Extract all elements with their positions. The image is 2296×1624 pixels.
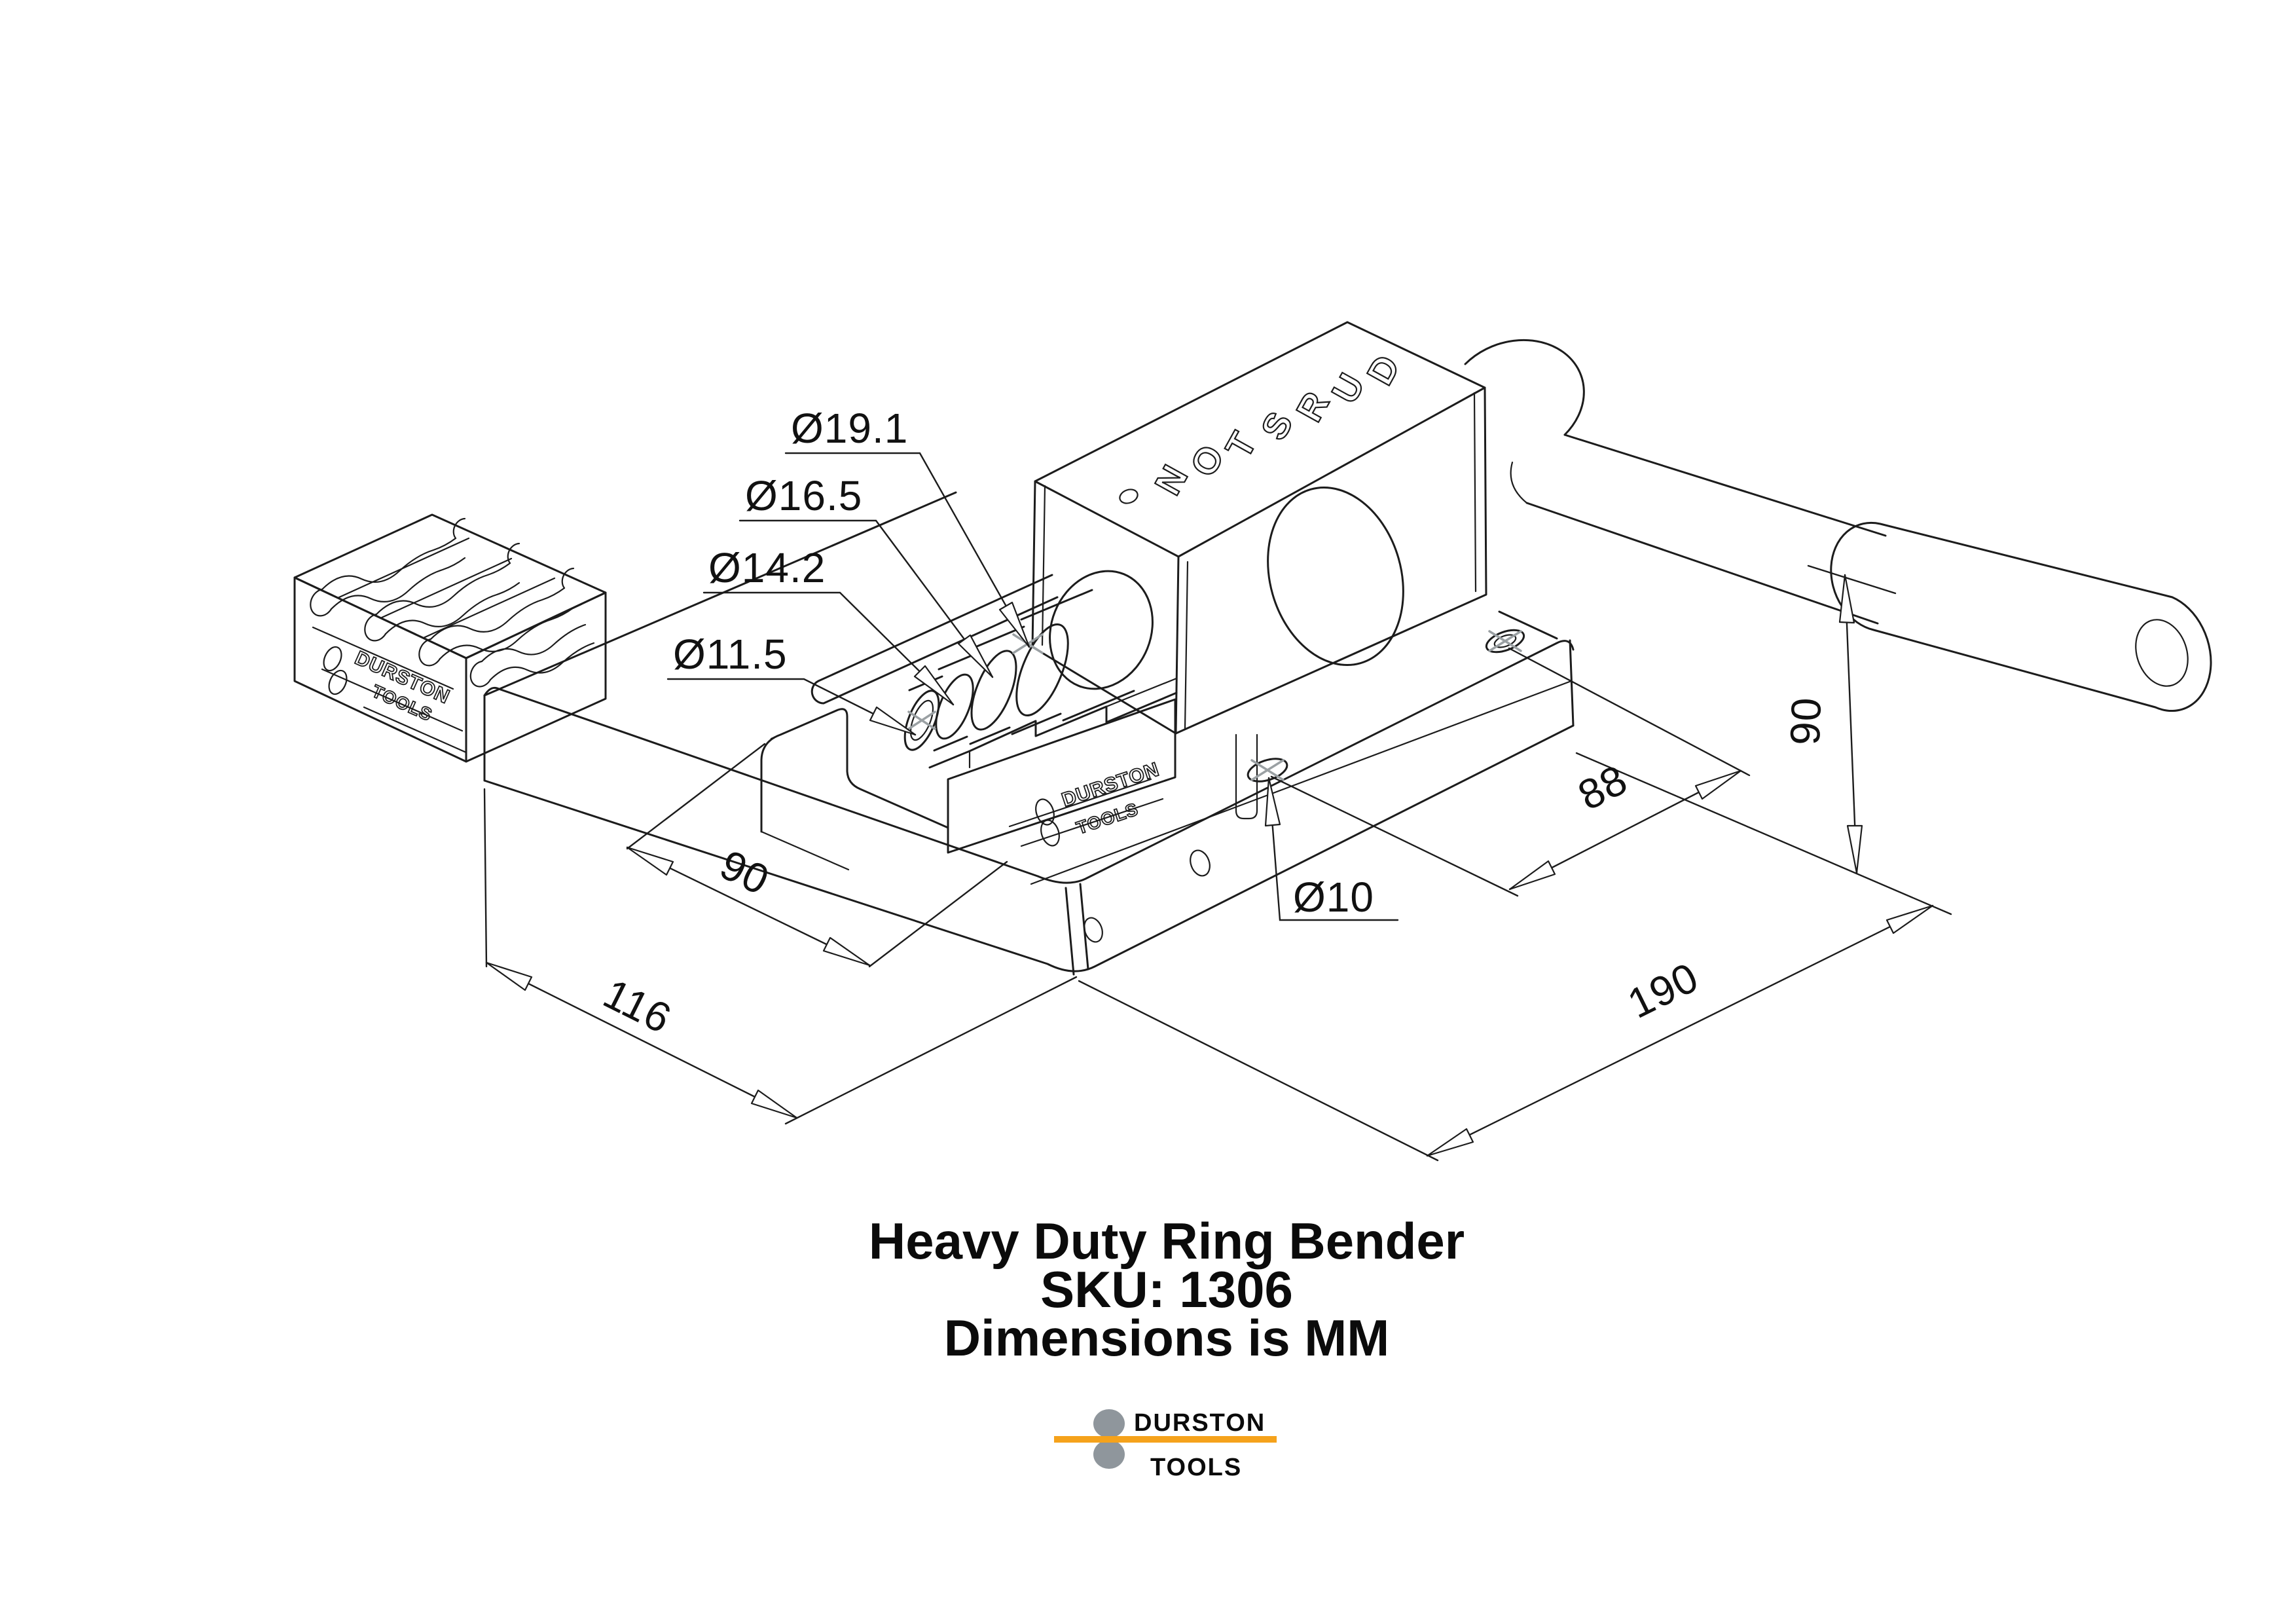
dim-hole-spacing-88: 88 — [1270, 647, 1751, 897]
dim-diameter-14-2: Ø14.2 — [702, 544, 955, 706]
pivot-drum — [1464, 339, 1585, 436]
footer-logo-top: DURSTON — [1134, 1409, 1266, 1437]
die-grooves — [310, 517, 595, 688]
title-line-units: Dimensions is MM — [944, 1309, 1389, 1367]
dim-diameter-11-5: Ø11.5 — [666, 631, 917, 736]
base-counterbore-hole — [1485, 629, 1525, 654]
handle — [1510, 434, 2212, 712]
arrowhead — [998, 601, 1030, 648]
slide-block-logo: DURSTON TOOLS — [1008, 758, 1164, 847]
ring-cavity-hole — [1267, 487, 1404, 666]
handle-grip — [1830, 521, 2212, 712]
arrowhead — [1846, 824, 1863, 874]
slide-block: DURSTON TOOLS — [928, 677, 1258, 854]
title-line-product: Heavy Duty Ring Bender — [869, 1212, 1465, 1270]
slide-block-logo-line1: DURSTON — [1059, 758, 1162, 811]
die-block: DURSTON TOOLS — [293, 513, 607, 763]
dim-base-length-190: 190 — [1078, 752, 1952, 1162]
arrowhead — [1264, 777, 1281, 827]
arrowhead — [1426, 1128, 1474, 1157]
dim-handle-height-90: 90 — [1781, 564, 1897, 874]
center-markers — [907, 630, 1522, 781]
mandrel — [811, 570, 1154, 752]
mandrel-boss — [1049, 570, 1154, 690]
guide-bar — [811, 574, 1059, 705]
base-hole-10mm — [1247, 758, 1288, 783]
arrowhead — [913, 665, 955, 706]
arrowhead — [1886, 904, 1934, 934]
logo-roll-bottom-icon — [1093, 1440, 1125, 1469]
dim-label-base-length: 190 — [1620, 953, 1705, 1027]
arrowhead — [1694, 769, 1742, 800]
footer-logo-bottom: TOOLS — [1150, 1454, 1242, 1481]
arrowhead — [485, 961, 533, 991]
dim-label-base-width: 116 — [596, 970, 679, 1043]
dim-diameter-10: Ø10 — [1264, 777, 1399, 921]
arrowhead — [869, 706, 917, 736]
arrowhead — [626, 846, 674, 876]
title-block: Heavy Duty Ring Bender SKU: 1306 Dimensi… — [869, 1212, 1465, 1367]
dim-diameter-16-5: Ø16.5 — [738, 472, 994, 678]
arrowhead — [957, 634, 994, 678]
title-line-sku: SKU: 1306 — [1040, 1261, 1293, 1318]
footer-logo: DURSTON TOOLS — [1054, 1409, 1277, 1481]
embossed-durston: D U R S T O N — [1146, 346, 1409, 502]
arrowhead — [750, 1089, 798, 1119]
dim-label-11-5: Ø11.5 — [673, 631, 788, 678]
die-block-logo: DURSTON TOOLS — [312, 626, 467, 754]
dim-label-10: Ø10 — [1293, 874, 1374, 921]
clamp-block — [760, 708, 949, 871]
base-plate — [483, 491, 1575, 976]
dim-diameter-19-1: Ø19.1 — [784, 405, 1030, 648]
logo-roll-top-icon — [1093, 1409, 1125, 1438]
arrowhead — [822, 936, 871, 967]
logo-accent-bar — [1054, 1436, 1277, 1443]
dim-label-19-1: Ø19.1 — [791, 405, 908, 452]
dim-label-16-5: Ø16.5 — [745, 472, 862, 519]
dim-label-14-2: Ø14.2 — [708, 544, 826, 591]
arrowhead — [1508, 860, 1556, 891]
arrowhead — [1838, 574, 1855, 624]
dim-label-hole-spacing: 88 — [1571, 756, 1635, 819]
dim-label-handle-height: 90 — [1781, 696, 1831, 746]
